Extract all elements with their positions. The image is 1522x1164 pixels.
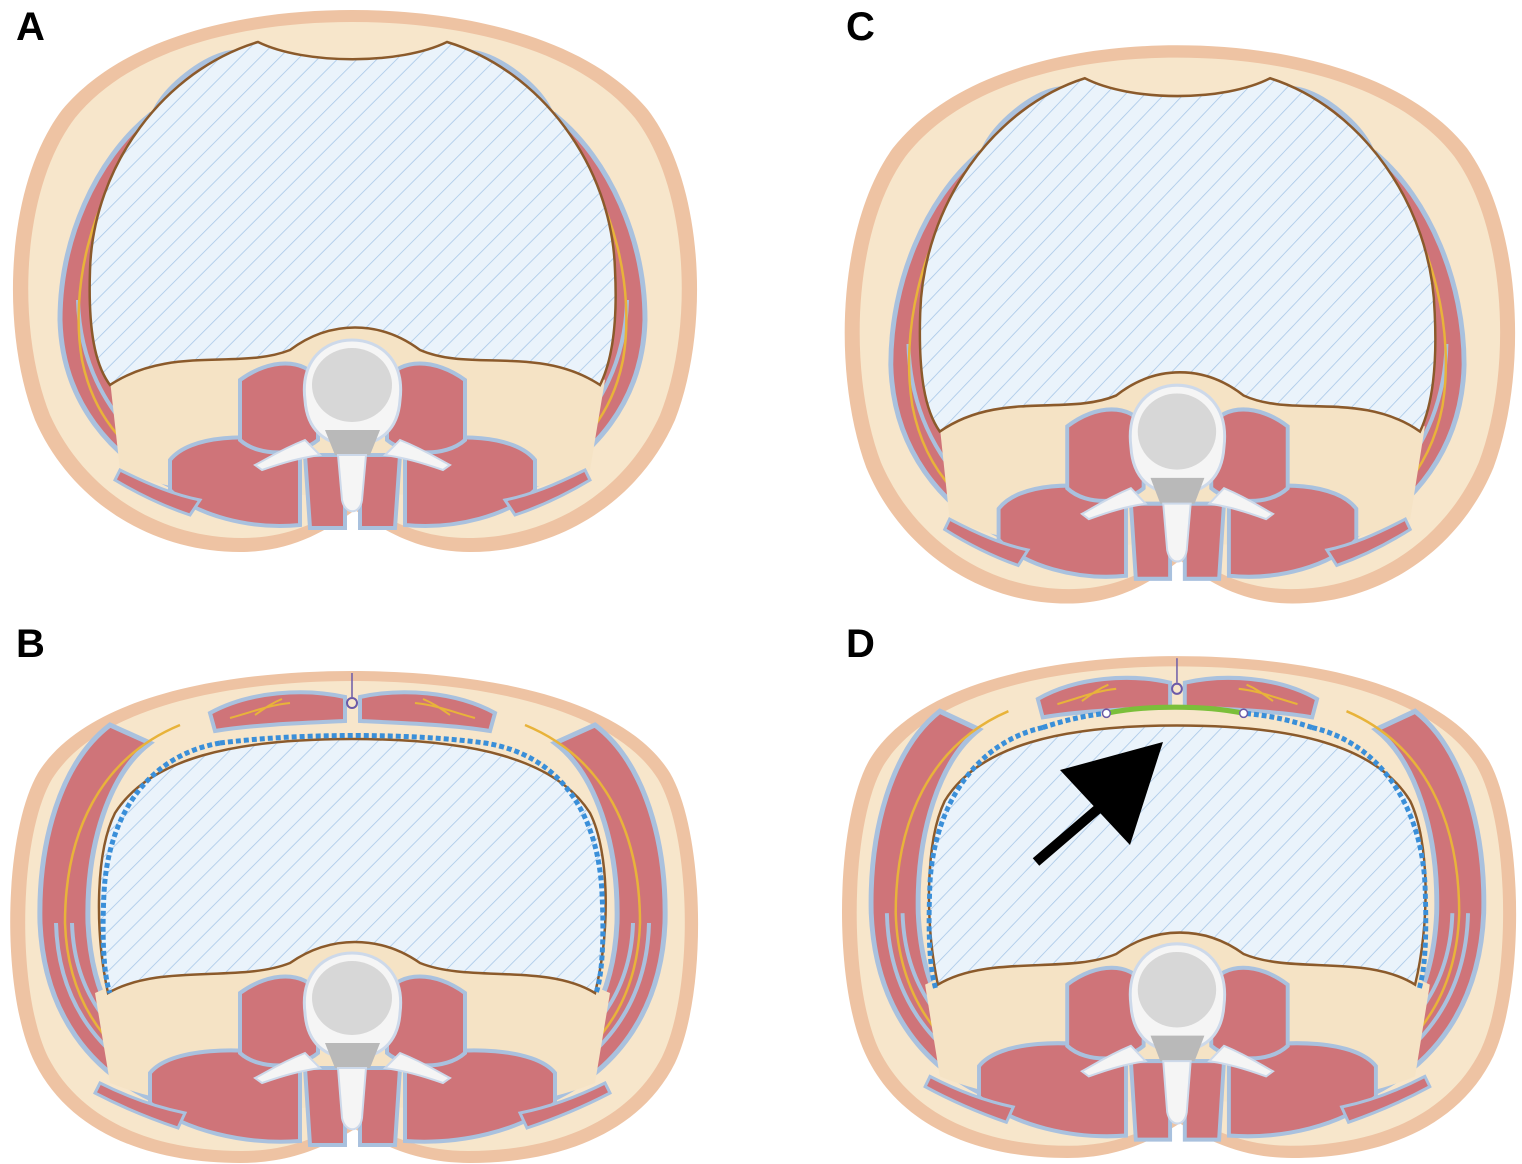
blue-mesh-layer [219, 733, 606, 994]
panel-label-d: D [846, 622, 875, 666]
panel-label-a: A [16, 5, 45, 49]
panel-a-open-abdomen [13, 10, 697, 552]
arrow-indicator [1032, 742, 1163, 866]
panel-c-open-abdomen [845, 45, 1515, 603]
green-bridging-mesh [1105, 704, 1245, 716]
panel-label-c: C [846, 5, 875, 49]
panel-label-b: B [16, 622, 45, 666]
panel-b-closed-abdomen [10, 671, 698, 1163]
blue-mesh-layer-d [926, 725, 1044, 991]
panel-d-closed-abdomen [842, 656, 1516, 1158]
